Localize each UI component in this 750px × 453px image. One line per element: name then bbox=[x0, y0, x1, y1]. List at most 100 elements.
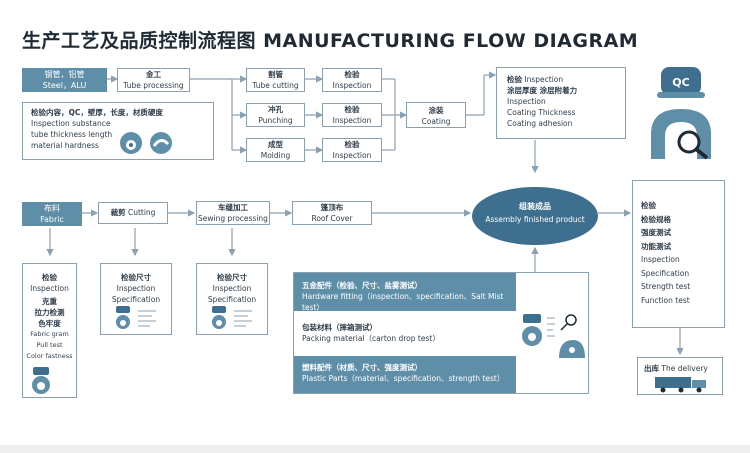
sewing-cn: 车缝加工 bbox=[218, 203, 248, 212]
delivery-cn: 出库 bbox=[644, 364, 659, 373]
sewing-en: Sewing processing bbox=[198, 214, 268, 223]
packing-cn: 包装材料（摔箱测试） bbox=[302, 323, 377, 332]
cutting-inspection-box: 检验尺寸 Inspection Specification bbox=[100, 263, 172, 335]
inspection-box-b: 检验 Inspection bbox=[322, 103, 382, 127]
final-inspection-box: 检验 检验规格 强度测试 功能测试 Inspection Specificati… bbox=[632, 180, 725, 328]
assembly-en: Assembly finished product bbox=[485, 215, 585, 224]
inspection-content-box: 检验内容，QC，壁厚，长度，材质硬度 Inspection substance … bbox=[22, 102, 214, 160]
inspection-content-cn: 检验内容，QC，壁厚，长度，材质硬度 bbox=[31, 108, 163, 117]
fabric-en: Fabric bbox=[40, 215, 64, 224]
inspection-b-en: Inspection bbox=[332, 116, 372, 125]
inspection-content-en2: tube thickness length bbox=[31, 130, 113, 139]
assembly-cn: 组装成品 bbox=[519, 202, 551, 211]
plastic-cn: 塑料配件（材质、尺寸、强度测试） bbox=[302, 363, 422, 372]
molding-en: Molding bbox=[260, 151, 291, 160]
inspection-b-cn: 检验 bbox=[344, 105, 360, 114]
steel-box: 钢管，铝管 Steel，ALU bbox=[22, 68, 107, 92]
tube-processing-box: 金工 Tube processing bbox=[117, 68, 190, 92]
fabric-insp-l3: 克重 bbox=[42, 297, 57, 306]
sew-insp-l1: 检验尺寸 bbox=[217, 273, 247, 282]
plastic-parts-row: 塑料配件（材质、尺寸、强度测试） Plastic Parts（material、… bbox=[294, 356, 516, 393]
qc-gauge-icon bbox=[120, 132, 142, 154]
coating-box: 涂装 Coating bbox=[406, 102, 466, 128]
cutting-qc-icon bbox=[116, 306, 156, 329]
hardware-en: Hardware fitting（inspection、specificatio… bbox=[302, 292, 504, 312]
qc-inspector-icon: QC bbox=[651, 67, 711, 160]
packing-material-row: 包装材料（摔箱测试） Packing material（carton drop … bbox=[294, 316, 516, 352]
final-insp-l2: 检验规格 bbox=[641, 214, 671, 224]
fabric-cutting-en: Cutting bbox=[127, 208, 156, 217]
accessories-qc-icons bbox=[522, 314, 585, 358]
coating-en: Coating bbox=[421, 117, 451, 126]
inspection-content-en1: Inspection substance bbox=[31, 119, 111, 128]
punching-en: Punching bbox=[258, 116, 293, 125]
fabric-insp-l1: 检验 bbox=[42, 273, 57, 282]
coating-insp-l2: 涂层厚度 涂层附着力 bbox=[507, 86, 578, 95]
steel-cn: 钢管，铝管 bbox=[44, 70, 85, 79]
tube-cutting-cn: 割管 bbox=[268, 70, 283, 79]
cut-insp-l1: 检验尺寸 bbox=[121, 273, 151, 282]
truck-icon bbox=[655, 377, 706, 393]
molding-cn: 成型 bbox=[268, 140, 283, 149]
fabric-cutting-box: 裁剪 Cutting bbox=[98, 202, 168, 224]
coating-insp-l3: Inspection bbox=[507, 97, 546, 106]
roof-cover-en: Roof Cover bbox=[311, 214, 353, 223]
sewing-qc-icon bbox=[212, 306, 252, 329]
hardware-fitting-row: 五金配件（检验、尺寸、盐雾测试） Hardware fitting（inspec… bbox=[294, 273, 516, 312]
final-insp-l5: Inspection bbox=[641, 255, 680, 264]
packing-en: Packing material（carton drop test） bbox=[302, 334, 440, 343]
assembly-node: 组装成品 Assembly finished product bbox=[472, 187, 598, 245]
final-insp-l3: 强度测试 bbox=[641, 228, 671, 237]
tube-cutting-box: 割管 Tube cutting bbox=[246, 68, 305, 92]
delivery-en: The delivery bbox=[661, 364, 708, 373]
sew-insp-l2: Inspection bbox=[212, 284, 252, 293]
cut-insp-l3: Specification bbox=[111, 295, 161, 304]
sewing-box: 车缝加工 Sewing processing bbox=[196, 201, 270, 225]
page-title: 生产工艺及品质控制流程图 MANUFACTURING FLOW DIAGRAM bbox=[22, 30, 639, 52]
fabric-cn: 布料 bbox=[44, 204, 60, 213]
final-insp-l1: 检验 bbox=[641, 201, 656, 210]
final-insp-l6: Specification bbox=[641, 268, 690, 278]
final-insp-l8: Function test bbox=[641, 295, 690, 305]
steel-en: Steel，ALU bbox=[42, 81, 87, 90]
fabric-insp-l6: Fabric gram bbox=[30, 330, 69, 338]
punching-box: 冲孔 Punching bbox=[246, 103, 305, 127]
coating-cn: 涂装 bbox=[428, 106, 444, 115]
plastic-en: Plastic Parts（material、specification、str… bbox=[302, 374, 505, 383]
bottom-bar bbox=[0, 445, 750, 453]
coating-insp-l1en: Inspection bbox=[524, 75, 564, 84]
fabric-inspection-box: 检验 Inspection 克重 拉力检测 色牢度 Fabric gram Pu… bbox=[22, 263, 77, 398]
qc-badge-text: QC bbox=[672, 76, 689, 89]
cut-insp-l2: Inspection bbox=[116, 284, 156, 293]
fabric-box: 布料 Fabric bbox=[22, 202, 82, 226]
final-insp-l4: 功能测试 bbox=[641, 241, 671, 251]
hardware-cn: 五金配件（检验、尺寸、盐雾测试） bbox=[302, 281, 422, 290]
tube-cutting-en: Tube cutting bbox=[252, 81, 299, 90]
sewing-inspection-box: 检验尺寸 Inspection Specification bbox=[196, 263, 268, 335]
fabric-qc-icon bbox=[32, 367, 50, 394]
coating-insp-l1cn: 检验 bbox=[507, 75, 522, 84]
inspection-content-en3: material hardness bbox=[31, 141, 99, 150]
fabric-insp-l7: Pull test bbox=[36, 341, 63, 349]
coating-insp-l5: Coating adhesion bbox=[507, 119, 573, 128]
coating-insp-l4: Coating Thickness bbox=[507, 108, 576, 117]
inspection-a-cn: 检验 bbox=[344, 70, 360, 79]
inspection-a-en: Inspection bbox=[332, 81, 372, 90]
sew-insp-l3: Specification bbox=[207, 295, 257, 304]
inspection-c-en: Inspection bbox=[332, 151, 372, 160]
fabric-insp-l4: 拉力检测 bbox=[34, 308, 65, 317]
fabric-insp-l2: Inspection bbox=[30, 284, 69, 293]
fabric-cutting-cn: 裁剪 bbox=[110, 208, 126, 217]
steel-tube-icon bbox=[150, 132, 172, 154]
tube-processing-cn: 金工 bbox=[146, 70, 161, 79]
coating-inspection-box: 检验 Inspection 涂层厚度 涂层附着力 Inspection Coat… bbox=[496, 67, 626, 139]
molding-box: 成型 Molding bbox=[246, 138, 305, 162]
fabric-insp-l5: 色牢度 bbox=[38, 319, 61, 328]
roof-cover-cn: 篷顶布 bbox=[320, 203, 344, 212]
inspection-box-c: 检验 Inspection bbox=[322, 138, 382, 162]
inspection-c-cn: 检验 bbox=[344, 140, 360, 149]
punching-cn: 冲孔 bbox=[268, 105, 283, 114]
tube-processing-en: Tube processing bbox=[123, 81, 184, 90]
inspection-box-a: 检验 Inspection bbox=[322, 68, 382, 92]
